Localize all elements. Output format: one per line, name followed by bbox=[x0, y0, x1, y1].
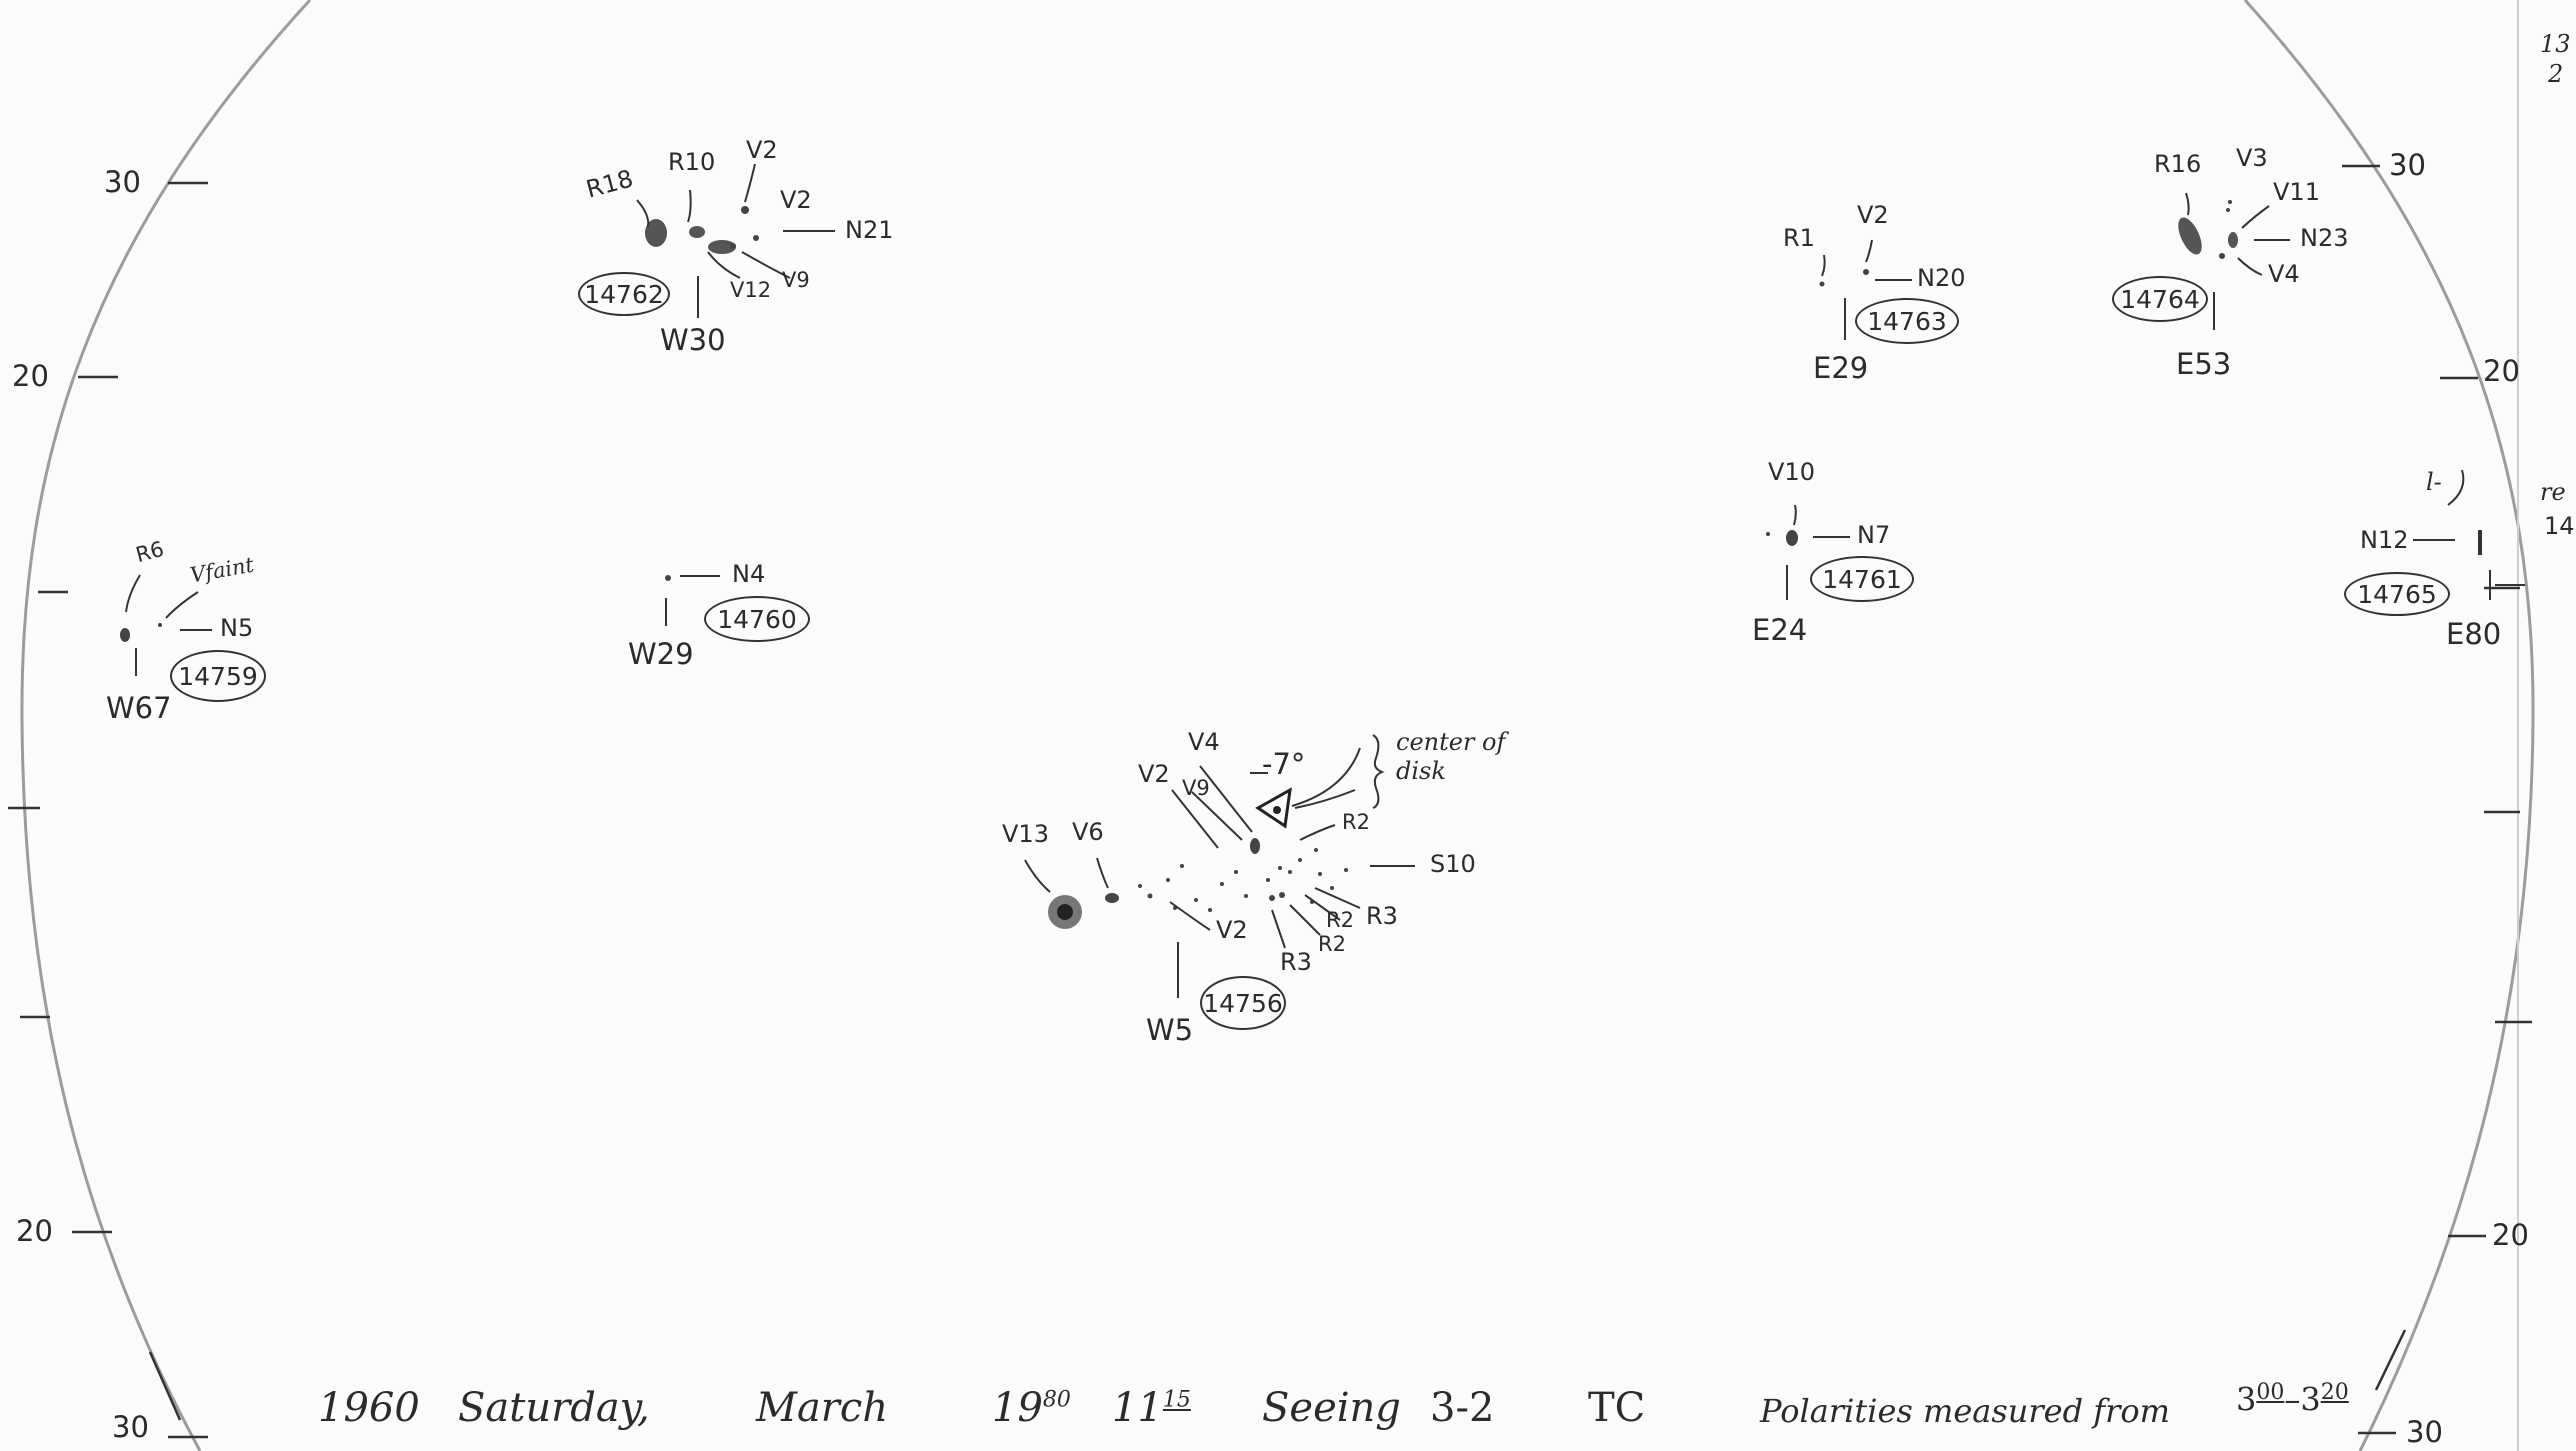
region-14760-position: W29 bbox=[628, 637, 694, 671]
tick-label-left-30: 30 bbox=[104, 165, 141, 199]
region-14761-label-v10: V10 bbox=[1768, 458, 1815, 486]
region-14762-number: 14762 bbox=[578, 272, 670, 316]
region-14763-number: 14763 bbox=[1855, 298, 1959, 344]
region-14756-label-r3-lower: R3 bbox=[1280, 948, 1312, 976]
margin-fragment-right-2: re bbox=[2540, 478, 2566, 506]
margin-fragment-right-1: l- bbox=[2426, 468, 2442, 496]
center-angle-label: -7° bbox=[1262, 747, 1306, 781]
region-14765-position: E80 bbox=[2446, 617, 2502, 651]
region-14756-spots bbox=[1048, 838, 1348, 929]
solar-limb-left bbox=[20, 0, 312, 1451]
region-14762-spots bbox=[645, 206, 759, 254]
region-14762-label-v2a: V2 bbox=[746, 136, 778, 164]
region-14759-label-n5: N5 bbox=[220, 614, 254, 642]
region-14761-number: 14761 bbox=[1810, 556, 1914, 602]
margin-fragment-right-3: 14 bbox=[2544, 512, 2575, 540]
region-14764-label-v11: V11 bbox=[2273, 178, 2320, 206]
footer-polarity-from: 3 bbox=[2236, 1380, 2257, 1419]
region-14763-label-r1: R1 bbox=[1783, 224, 1815, 252]
region-14764-label-v4: V4 bbox=[2268, 260, 2300, 288]
region-14762-label-v9: V9 bbox=[782, 268, 810, 292]
footer-seeing-label: Seeing bbox=[1262, 1385, 1401, 1431]
footer-observer: TC bbox=[1588, 1385, 1646, 1431]
region-14759-number: 14759 bbox=[170, 650, 266, 702]
region-14756-label-v6: V6 bbox=[1072, 818, 1104, 846]
footer-time: 1115 bbox=[1112, 1385, 1191, 1431]
region-14756-position: W5 bbox=[1146, 1013, 1194, 1047]
footer-polarity-to: 3 bbox=[2300, 1380, 2321, 1419]
region-14756-label-r2-mid: R2 bbox=[1326, 908, 1354, 932]
center-of-disk-note: center of disk bbox=[1396, 728, 1506, 785]
region-14756-label-v9: V9 bbox=[1182, 776, 1210, 800]
footer-time-hour: 11 bbox=[1112, 1385, 1163, 1431]
region-14762-label-v12: V12 bbox=[730, 278, 772, 302]
tick-label-right-30-south: 30 bbox=[2406, 1415, 2443, 1449]
footer-seeing-value: 3-2 bbox=[1430, 1385, 1495, 1431]
region-14756-label-r3-right: R3 bbox=[1366, 902, 1398, 930]
region-14760-marks bbox=[665, 575, 720, 626]
region-14762-label-v2b: V2 bbox=[780, 186, 812, 214]
region-14756-label-r2-upper: R2 bbox=[1342, 810, 1370, 834]
region-14765-label-n12: N12 bbox=[2360, 526, 2409, 554]
region-14756-label-v2-lower: V2 bbox=[1216, 916, 1248, 944]
footer-polarity-to-min: 20 bbox=[2320, 1380, 2349, 1405]
region-14761-position: E24 bbox=[1752, 613, 1808, 647]
region-14763-position: E29 bbox=[1813, 351, 1869, 385]
solar-limb-right bbox=[2243, 0, 2535, 1451]
footer-year: 1960 bbox=[318, 1385, 420, 1431]
tick-label-right-30: 30 bbox=[2389, 148, 2426, 182]
tick-label-right-20: 20 bbox=[2483, 354, 2520, 388]
region-14756-label-s10: S10 bbox=[1430, 850, 1476, 878]
region-14765-number: 14765 bbox=[2344, 572, 2450, 616]
footer-polarity-range: 300–320 bbox=[2236, 1380, 2349, 1419]
region-14756-number: 14756 bbox=[1200, 976, 1286, 1030]
region-14761-label-n7: N7 bbox=[1857, 521, 1891, 549]
region-14756-label-v4: V4 bbox=[1188, 728, 1220, 756]
footer-polarity-note: Polarities measured from bbox=[1760, 1392, 2170, 1430]
margin-fragment-top-2: 2 bbox=[2548, 60, 2564, 88]
footer-date: 1980 bbox=[992, 1385, 1071, 1431]
region-14756-label-v2: V2 bbox=[1138, 760, 1170, 788]
region-14764-label-r16: R16 bbox=[2154, 150, 2202, 178]
region-14764-marks bbox=[2178, 192, 2290, 330]
tick-label-right-20-south: 20 bbox=[2492, 1218, 2529, 1252]
footer-polarity-from-min: 00 bbox=[2256, 1380, 2285, 1405]
region-14760-label-n4: N4 bbox=[732, 560, 766, 588]
region-14764-label-n23: N23 bbox=[2300, 224, 2349, 252]
region-14764-number: 14764 bbox=[2112, 276, 2208, 322]
region-14760-number: 14760 bbox=[704, 596, 810, 642]
footer-time-minute: 15 bbox=[1162, 1387, 1191, 1413]
tick-label-left-20: 20 bbox=[12, 359, 49, 393]
region-14762-label-n21: N21 bbox=[845, 216, 894, 244]
tick-label-left-30-south: 30 bbox=[112, 1410, 149, 1444]
region-14759-position: W67 bbox=[106, 691, 172, 725]
region-14763-label-v2: V2 bbox=[1857, 201, 1889, 229]
region-14764-label-v3: V3 bbox=[2236, 144, 2268, 172]
region-14759-marks bbox=[120, 574, 212, 676]
region-14763-marks bbox=[1819, 239, 1912, 340]
center-of-disk-marker bbox=[1255, 734, 1385, 829]
region-14761-marks bbox=[1766, 504, 1850, 600]
region-14756-leaders bbox=[1024, 765, 1415, 998]
region-14765-marks bbox=[2413, 469, 2525, 600]
region-14763-label-n20: N20 bbox=[1917, 264, 1966, 292]
region-14762-position: W30 bbox=[660, 323, 726, 357]
region-14756-label-r2-lower: R2 bbox=[1318, 932, 1346, 956]
region-14764-position: E53 bbox=[2176, 347, 2232, 381]
tick-label-left-20-south: 20 bbox=[16, 1214, 53, 1248]
footer-date-day: 19 bbox=[992, 1385, 1043, 1431]
footer-date-fraction: 80 bbox=[1042, 1387, 1071, 1413]
footer-month: March bbox=[756, 1385, 889, 1431]
region-14762-leaders bbox=[636, 163, 835, 318]
region-14762-label-r10: R10 bbox=[668, 148, 716, 176]
margin-fragment-top-1: 13 bbox=[2540, 30, 2571, 58]
region-14756-label-v13: V13 bbox=[1002, 820, 1049, 848]
footer-day: Saturday, bbox=[458, 1385, 650, 1431]
